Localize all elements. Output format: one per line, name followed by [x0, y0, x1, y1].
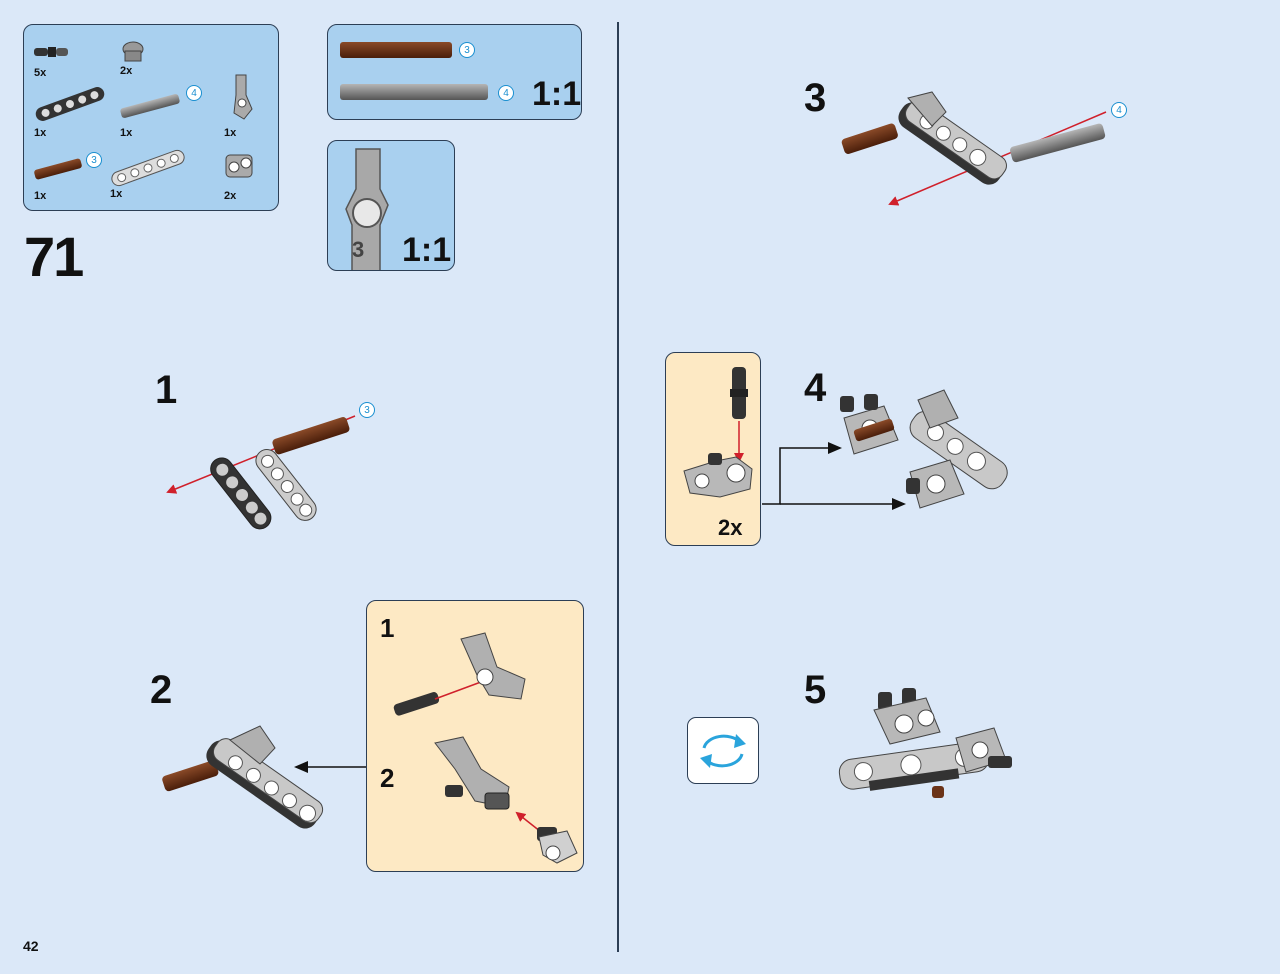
substep-2-number: 2 — [150, 668, 173, 712]
part-qty: 1x — [120, 127, 133, 139]
callout-arrow — [294, 761, 366, 773]
angle-connector-scale — [345, 148, 389, 270]
cross-block-part — [225, 154, 253, 178]
part-qty: 5x — [34, 67, 47, 79]
callout-4-illustration — [683, 367, 753, 498]
angle-scale-panel: 3 1:1 — [327, 140, 455, 271]
axle-scale-panel: 3 4 1:1 — [327, 24, 582, 120]
axle-brown-scale — [340, 42, 452, 58]
substep-3-number: 3 — [804, 76, 827, 120]
axle-grey-scale — [340, 84, 488, 100]
angle-connector-part — [233, 74, 253, 120]
page-number: 42 — [23, 938, 39, 954]
substep-2-illustration — [162, 725, 324, 829]
substep-1-number: 1 — [155, 368, 178, 412]
step-number: 71 — [24, 225, 84, 288]
callout-arrows — [762, 442, 906, 510]
axle-connector-part — [122, 41, 144, 62]
length-badge: 4 — [186, 85, 202, 101]
scale-label: 1:1 — [402, 231, 452, 269]
part-qty: 1x — [224, 127, 237, 139]
length-badge: 4 — [498, 85, 514, 101]
callout-sub-2-illustration — [434, 736, 578, 864]
beam-light-part — [111, 149, 185, 187]
callout-sub-number: 2 — [380, 763, 395, 793]
rotate-model-icon — [700, 734, 746, 768]
axle-grey-part — [120, 94, 180, 118]
substep-4-illustration — [840, 389, 1008, 509]
part-qty: 1x — [34, 127, 47, 139]
substep-2-callout: 1 2 — [366, 600, 584, 872]
scale-label: 1:1 — [532, 75, 582, 113]
column-divider — [617, 22, 619, 952]
callout-multiplier: 2x — [718, 515, 743, 540]
axle-brown-part — [34, 158, 82, 180]
connector-number: 3 — [352, 237, 365, 262]
substep-4-callout: 2x — [665, 352, 761, 546]
part-qty: 2x — [224, 190, 237, 202]
substep-5-illustration — [838, 688, 1012, 798]
callout-sub-number: 1 — [380, 613, 395, 643]
beam-dark-part — [35, 87, 105, 121]
length-badge: 4 — [1111, 102, 1127, 118]
rotate-model-button — [687, 717, 759, 784]
part-qty: 2x — [120, 65, 133, 77]
substep-5-number: 5 — [804, 668, 827, 712]
callout-sub-1-illustration — [393, 632, 526, 716]
part-qty: 1x — [110, 188, 123, 200]
part-qty: 1x — [34, 190, 47, 202]
pin-with-bush-part — [34, 47, 68, 57]
length-badge: 3 — [86, 152, 102, 168]
length-badge: 3 — [359, 402, 375, 418]
parts-list-panel: 5x 2x 1x 4 1x 1x 3 1x 1x 2x — [23, 24, 279, 211]
substep-1-illustration — [166, 415, 356, 530]
substep-3-illustration — [841, 91, 1107, 206]
substep-4-number: 4 — [804, 366, 827, 410]
length-badge: 3 — [459, 42, 475, 58]
